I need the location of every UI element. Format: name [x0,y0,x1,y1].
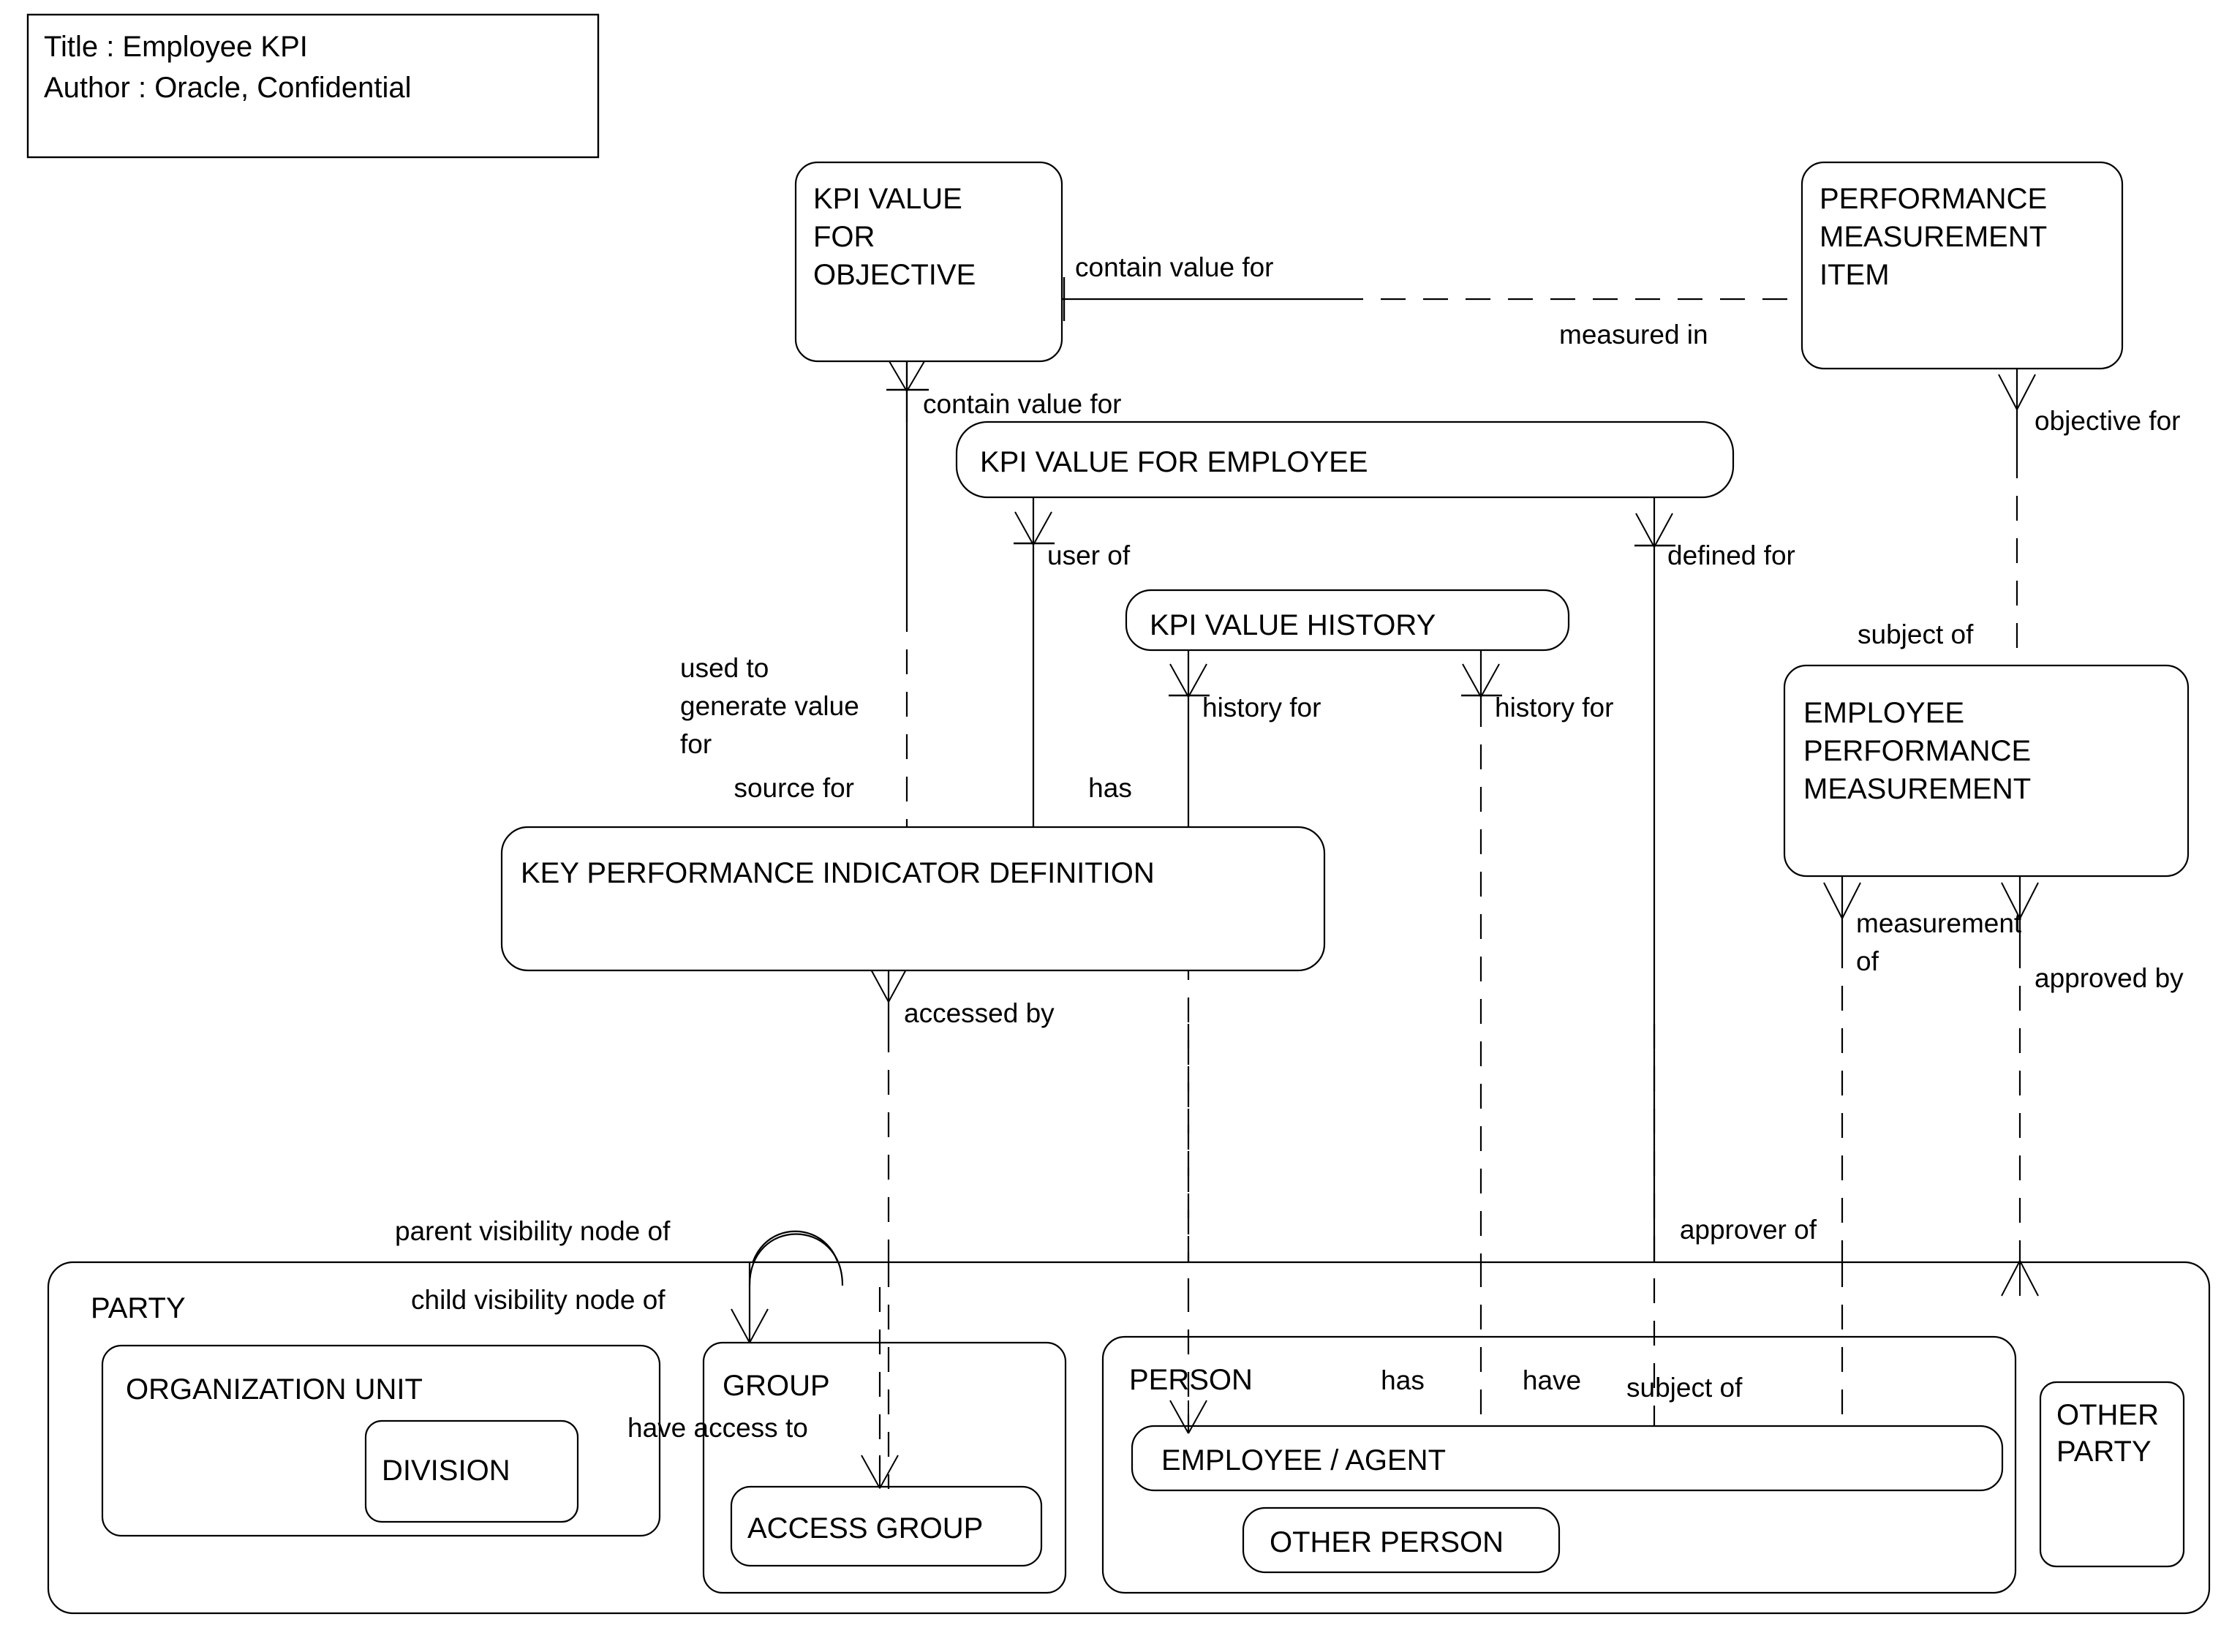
rel-label-measurement-of-line1: measurement [1856,908,2022,938]
crowfoot-history-for-right [1462,663,1500,698]
rel-label-contain-value-for-item: contain value for [1075,252,1274,282]
author-line-text: Author : Oracle, Confidential [44,72,411,104]
entity-label-kpi-value-history: KPI VALUE HISTORY [1150,609,1436,641]
rel-label-person-have: have [1523,1365,1581,1395]
crowfoot-person-has-overlay [1169,1400,1207,1434]
entity-label-kpi-value-for-employee: KPI VALUE FOR EMPLOYEE [980,446,1368,478]
rel-label-objective-for: objective for [2035,406,2181,436]
rel-label-subject-of-epm: subject of [1858,619,1974,649]
entity-box-kpi-value-for-employee[interactable] [955,420,1735,499]
rel-label-person-has: has [1381,1365,1425,1395]
entity-box-kpi-value-for-objective[interactable] [794,161,1063,363]
entity-label-party: PARTY [91,1292,186,1324]
rel-label-measured-in: measured in [1559,320,1708,350]
entity-box-performance-measurement-item[interactable] [1800,161,2124,370]
entity-label-performance-measurement-item-line1: PERFORMANCE [1820,183,2047,215]
rel-label-has-kpi: has [1088,773,1132,803]
rel-label-accessed-by: accessed by [904,998,1055,1028]
rel-label-used-to-generate-value-for-line2: generate value [680,691,859,721]
rel-label-source-for: source for [734,773,854,803]
title-line-text: Title : Employee KPI [44,31,308,63]
rel-label-contain-value-for-employee: contain value for [923,389,1122,419]
rel-label-have-access-to: have access to [627,1413,808,1443]
entity-box-other-party[interactable] [2039,1381,2185,1568]
rel-label-history-for-right: history for [1495,693,1613,723]
entity-box-kpi-value-history[interactable] [1125,589,1570,652]
title-box [26,13,600,159]
crowfoot-objective-for [1998,374,2036,410]
rel-label-child-visibility-node-of: child visibility node of [411,1285,665,1315]
entity-label-other-party-line1: OTHER [2056,1399,2159,1431]
crowfoot-measurement-of [1823,882,1861,919]
crowfoot-approved-by [2001,882,2039,919]
entity-label-other-party-line2: PARTY [2056,1436,2152,1468]
entity-box-other-person[interactable] [1242,1506,1561,1574]
rel-label-approver-of: approver of [1680,1215,1817,1245]
crowfoot-defined-for [1635,513,1673,548]
entity-label-other-person: OTHER PERSON [1270,1526,1504,1558]
entity-label-performance-measurement-item-line3: ITEM [1820,259,1890,291]
entity-label-organization-unit: ORGANIZATION UNIT [126,1373,423,1406]
rel-label-used-to-generate-value-for-line1: used to [680,653,769,683]
crowfoot-accessed-by [870,968,908,1003]
rel-label-user-of: user of [1047,540,1131,570]
entity-label-employee-performance-measurement-line3: MEASUREMENT [1803,773,2031,805]
entity-box-access-group[interactable] [730,1485,1043,1567]
entity-label-access-group: ACCESS GROUP [747,1512,983,1544]
crowfoot-history-for-left [1169,663,1207,698]
entity-label-employee-agent: EMPLOYEE / AGENT [1161,1444,1446,1476]
entity-label-employee-performance-measurement-line2: PERFORMANCE [1803,735,2031,767]
entity-label-performance-measurement-item-line2: MEASUREMENT [1820,221,2047,253]
entity-label-kpi-value-for-objective-line3: OBJECTIVE [813,259,976,291]
rel-label-history-for-left: history for [1202,693,1321,723]
entity-box-employee-agent[interactable] [1131,1425,2004,1492]
entity-label-kpi-value-for-objective-line1: KPI VALUE [813,183,962,215]
rel-label-person-subject-of: subject of [1626,1373,1743,1403]
rel-label-used-to-generate-value-for-line3: for [680,729,712,759]
crowfoot-user-of [1014,511,1052,546]
entity-label-employee-performance-measurement-line1: EMPLOYEE [1803,697,1964,729]
rel-label-defined-for: defined for [1667,540,1795,570]
entity-label-key-performance-indicator-definition: KEY PERFORMANCE INDICATOR DEFINITION [521,857,1155,889]
rel-label-parent-visibility-node-of: parent visibility node of [395,1216,671,1246]
crowfoot-have-access-to-overlay [861,1455,899,1489]
rel-arc-group-self-visibility-overlay [748,1233,844,1286]
crowfoot-approver-of-overlay [2001,1260,2039,1297]
rel-label-measurement-of-line2: of [1856,946,1879,976]
entity-label-division: DIVISION [382,1455,510,1487]
entity-label-kpi-value-for-objective-line2: FOR [813,221,875,253]
entity-box-key-performance-indicator-definition[interactable] [500,826,1326,972]
entity-box-employee-performance-measurement[interactable] [1783,664,2190,878]
crowfoot-child-visibility-overlay [731,1308,769,1343]
entity-label-group: GROUP [723,1370,830,1402]
rel-label-approved-by: approved by [2035,963,2184,993]
entity-box-division[interactable] [364,1419,579,1523]
entity-label-person: PERSON [1129,1364,1253,1396]
